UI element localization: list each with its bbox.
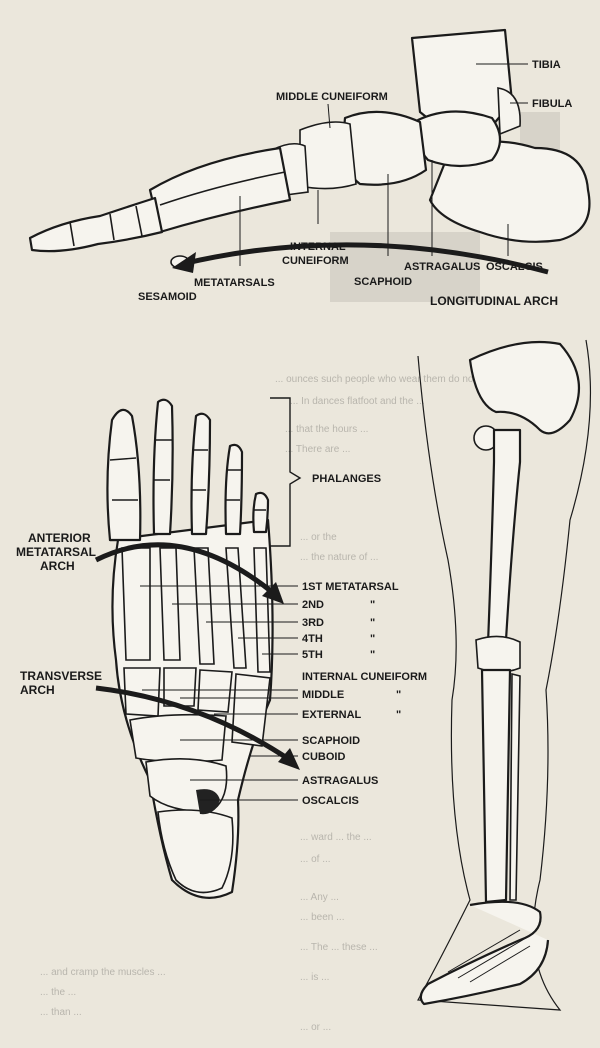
bg-line: ... ounces such people who wear them do …: [275, 374, 476, 385]
bg-line: ... the nature of ...: [300, 552, 378, 563]
label-internal-cuneiform: CUNEIFORM: [282, 255, 349, 267]
leg-fibula-bone: [510, 674, 520, 900]
label-1st-metatarsal: 1ST METATARSAL: [302, 581, 399, 593]
bg-line: ... Any ...: [300, 892, 339, 903]
label-middle-cuneiform: MIDDLE CUNEIFORM: [276, 91, 388, 103]
bg-line: ... is ...: [300, 972, 329, 983]
knee-joint: [476, 636, 520, 672]
label-sesamoid: SESAMOID: [138, 291, 197, 303]
arrowhead-icon: [278, 748, 300, 770]
label-transverse: TRANSVERSE: [20, 669, 102, 683]
label-longitudinal-arch: LONGITUDINAL ARCH: [430, 294, 558, 308]
oscalcis-bone: [158, 810, 233, 893]
plantar-foot-illustration: PHALANGES ANTERIOR METATARSAL ARCH 1ST M…: [16, 398, 427, 898]
scaphoid-bone: [344, 112, 426, 185]
bg-line: ... the ...: [40, 987, 76, 998]
bg-line: ... There are ...: [285, 444, 350, 455]
bg-line: ... and cramp the muscles ...: [40, 967, 166, 978]
bg-line: ... In dances flatfoot and the ...: [290, 396, 425, 407]
ditto-mark: ": [370, 649, 375, 661]
bg-line: ... of ...: [300, 854, 331, 865]
bg-line: ... been ...: [300, 912, 344, 923]
toe-4: [226, 445, 243, 534]
label-internal-cuneiform: INTERNAL CUNEIFORM: [302, 671, 427, 683]
bg-line: ... or ...: [300, 1022, 331, 1033]
label-external-cuneiform: EXTERNAL: [302, 709, 362, 721]
ditto-mark: ": [370, 633, 375, 645]
bg-line: ... than ...: [40, 1007, 82, 1018]
external-cuneiform-bone: [198, 670, 232, 712]
label-5th-metatarsal: 5TH: [302, 649, 323, 661]
label-middle-cuneiform: MIDDLE: [302, 689, 344, 701]
ditto-mark: ": [370, 617, 375, 629]
bg-line: ... that the hours ...: [285, 424, 368, 435]
fibula-bone: [498, 88, 520, 134]
label-anterior: METATARSAL: [16, 545, 96, 559]
label-transverse: ARCH: [20, 683, 55, 697]
label-astragalus: ASTRAGALUS: [302, 775, 378, 787]
toe-3: [192, 414, 211, 534]
label-oscalcis: OSCALCIS: [486, 261, 543, 273]
scaphoid-bone: [130, 715, 226, 762]
label-phalanges: PHALANGES: [312, 473, 381, 485]
middle-cuneiform-bone: [300, 122, 356, 189]
label-anterior: ANTERIOR: [28, 531, 91, 545]
label-4th-metatarsal: 4TH: [302, 633, 323, 645]
phalanges-bracket: [270, 398, 300, 546]
toe-5: [253, 493, 268, 532]
metatarsal-bones: [150, 148, 290, 232]
label-2nd-metatarsal: 2ND: [302, 599, 324, 611]
leg-skeleton-illustration: [418, 340, 590, 1010]
ditto-mark: ": [370, 599, 375, 611]
ditto-mark: ": [396, 689, 401, 701]
toe-1: [107, 410, 140, 540]
toe-phalanges: [30, 198, 162, 251]
label-metatarsals: METATARSALS: [194, 277, 275, 289]
lateral-foot-illustration: TIBIA FIBULA MIDDLE CUNEIFORM INTERNAL C…: [30, 30, 589, 308]
label-fibula: FIBULA: [532, 98, 572, 110]
label-tibia: TIBIA: [532, 59, 561, 71]
label-cuboid: CUBOID: [302, 751, 345, 763]
ditto-mark: ": [396, 709, 401, 721]
pelvis-bone: [470, 342, 579, 433]
toe-2: [154, 400, 173, 534]
metatarsal-1: [122, 548, 150, 660]
bg-line: ... or the: [300, 532, 337, 543]
label-astragalus: ASTRAGALUS: [404, 261, 480, 273]
bg-line: ... ward ... the ...: [300, 832, 372, 843]
label-scaphoid: SCAPHOID: [302, 735, 360, 747]
bg-line: ... The ... these ...: [300, 942, 378, 953]
label-scaphoid: SCAPHOID: [354, 276, 412, 288]
label-3rd-metatarsal: 3RD: [302, 617, 324, 629]
label-anterior: ARCH: [40, 559, 75, 573]
label-oscalcis: OSCALCIS: [302, 795, 359, 807]
femur-bone: [488, 430, 520, 644]
leg-tibia-bone: [482, 670, 510, 902]
leg-foot-bones: [421, 902, 548, 1004]
label-internal-cuneiform: INTERNAL: [290, 241, 346, 253]
astragalus-bone: [416, 111, 500, 166]
